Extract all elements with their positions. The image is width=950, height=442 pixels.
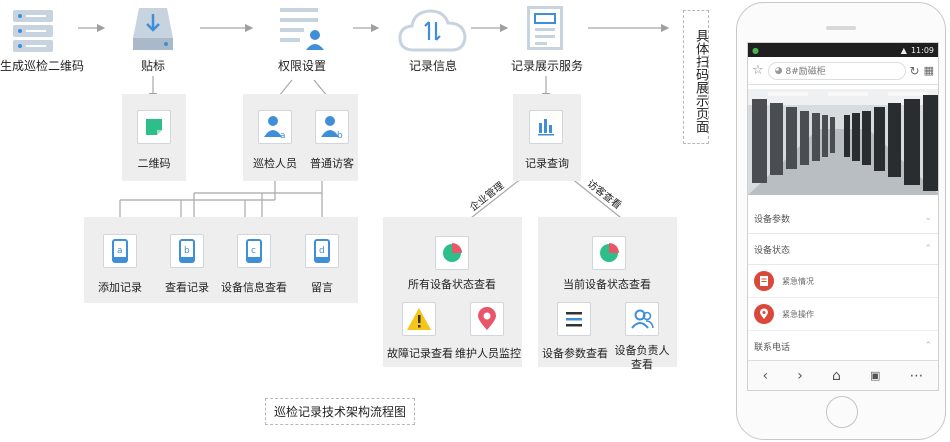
svg-text:a: a — [280, 131, 286, 141]
bookmark-star-icon[interactable]: ☆ — [752, 63, 764, 78]
document-icon — [754, 271, 774, 291]
device-params-label: 设备参数查看 — [542, 347, 608, 360]
visitor-tile: b — [315, 110, 349, 144]
view-record-tile: b — [170, 234, 204, 268]
download-tray-icon — [133, 8, 173, 50]
phone-status-bar: ● ▲ 11:09 — [748, 43, 938, 57]
menu-emergency-ops[interactable]: 紧急操作 — [748, 298, 938, 331]
browser-nav-bar: ‹ › ⌂ ▣ ⋯ — [748, 360, 938, 390]
tablet-c-icon: c — [246, 239, 262, 263]
current-status-tile — [592, 236, 626, 270]
svg-text:a: a — [117, 246, 123, 256]
chevron-up-icon: ⌃ — [924, 341, 932, 351]
cloud-sync-icon — [398, 9, 467, 52]
visitor-user-icon: b — [321, 116, 343, 141]
tablet-b-icon: b — [179, 239, 195, 263]
inspector-user-icon: a — [264, 116, 286, 141]
tabs-icon[interactable]: ▣ — [869, 369, 881, 382]
owner-users-icon — [631, 309, 654, 329]
record-query-label: 记录查询 — [525, 157, 569, 170]
current-status-label: 当前设备状态查看 — [563, 278, 651, 291]
tablet-a-icon: a — [112, 239, 128, 263]
menu-device-status[interactable]: 设备状态 ⌃ — [748, 234, 938, 265]
location-pin-icon — [754, 304, 774, 324]
phone-time: 11:09 — [910, 45, 934, 55]
device-owner-label: 设备负责人查看 — [614, 344, 670, 371]
menu-emergency-ops-label: 紧急操作 — [782, 309, 814, 319]
step-generate-qrcode: 生成巡检二维码 — [0, 59, 84, 73]
device-owner-tile — [625, 302, 659, 336]
server-stack-icon — [13, 10, 53, 52]
menu-contact-label: 联系电话 — [754, 342, 791, 353]
menu-device-status-label: 设备状态 — [754, 245, 791, 256]
menu-emergency-info-label: 紧急情况 — [782, 276, 814, 286]
phone-home-button[interactable] — [826, 396, 858, 428]
scan-display-page-label: 具体扫码展示页面 — [683, 10, 709, 144]
all-status-label: 所有设备状态查看 — [408, 278, 496, 291]
svg-text:b: b — [184, 246, 190, 256]
location-pin-icon — [478, 307, 496, 330]
qrcode-tile — [137, 110, 171, 144]
device-params-tile — [557, 302, 591, 336]
warning-icon — [407, 308, 431, 330]
svg-text:c: c — [251, 246, 256, 256]
forward-icon[interactable]: › — [797, 367, 803, 384]
maintainer-monitor-label: 维护人员监控 — [455, 347, 521, 360]
address-text: 8#励磁柜 — [785, 67, 826, 77]
more-menu-icon[interactable]: ⋯ — [909, 367, 924, 384]
pie-chart-icon — [443, 243, 462, 262]
device-info-tile: c — [237, 234, 271, 268]
fault-record-label: 故障记录查看 — [387, 347, 453, 360]
wifi-icon: ● — [752, 45, 759, 55]
step-display-service: 记录展示服务 — [510, 59, 583, 73]
inspector-label: 巡检人员 — [253, 157, 297, 170]
qrcode-label: 二维码 — [137, 157, 171, 170]
view-record-label: 查看记录 — [165, 281, 209, 294]
svg-text:b: b — [337, 131, 343, 141]
step-record-info: 记录信息 — [408, 59, 457, 73]
device-info-label: 设备信息查看 — [221, 281, 287, 294]
home-icon[interactable]: ⌂ — [831, 367, 841, 384]
tablet-d-icon: d — [314, 239, 330, 263]
record-query-tile — [529, 110, 563, 144]
menu-emergency-info[interactable]: 紧急情况 — [748, 265, 938, 298]
maintainer-monitor-tile — [470, 302, 504, 336]
globe-icon: ◕ — [774, 65, 783, 76]
pie-chart-icon — [600, 243, 619, 262]
fault-record-tile — [402, 302, 436, 336]
menu-contact[interactable]: 联系电话 ⌃ — [748, 331, 938, 362]
svg-text:d: d — [319, 246, 325, 256]
step-permission: 权限设置 — [277, 59, 326, 73]
diagram-caption: 巡检记录技术架构流程图 — [265, 398, 416, 425]
phone-earpiece — [826, 26, 856, 30]
params-list-icon — [566, 312, 582, 327]
step-labeling: 贴标 — [140, 59, 165, 73]
all-status-tile — [435, 236, 469, 270]
menu-device-params[interactable]: 设备参数 ⌄ — [748, 203, 938, 234]
list-user-icon — [280, 8, 324, 50]
visitor-label: 普通访客 — [310, 157, 354, 170]
inspector-tile: a — [258, 110, 292, 144]
sticker-icon — [146, 119, 162, 135]
menu-device-params-label: 设备参数 — [754, 214, 791, 225]
add-record-label: 添加记录 — [98, 281, 142, 294]
phone-screen: ● ▲ 11:09 ☆ ◕ 8#励磁柜 ↻ ▦ 设备参数 ⌄ 设备状态 — [747, 42, 939, 391]
browser-url-bar: ☆ ◕ 8#励磁柜 ↻ ▦ — [748, 57, 938, 85]
signal-icon: ▲ — [900, 45, 907, 55]
back-icon[interactable]: ‹ — [762, 367, 769, 384]
chevron-up-icon: ⌃ — [924, 244, 932, 254]
server-room-photo — [748, 89, 938, 195]
bar-chart-icon — [538, 119, 554, 136]
add-record-tile: a — [103, 234, 137, 268]
refresh-icon[interactable]: ↻ — [909, 63, 920, 78]
chevron-down-icon: ⌄ — [924, 213, 932, 223]
address-field[interactable]: ◕ 8#励磁柜 — [767, 61, 906, 80]
message-tile: d — [305, 234, 339, 268]
document-report-icon — [527, 6, 563, 50]
qr-scan-icon[interactable]: ▦ — [923, 64, 934, 77]
message-label: 留言 — [311, 281, 333, 294]
